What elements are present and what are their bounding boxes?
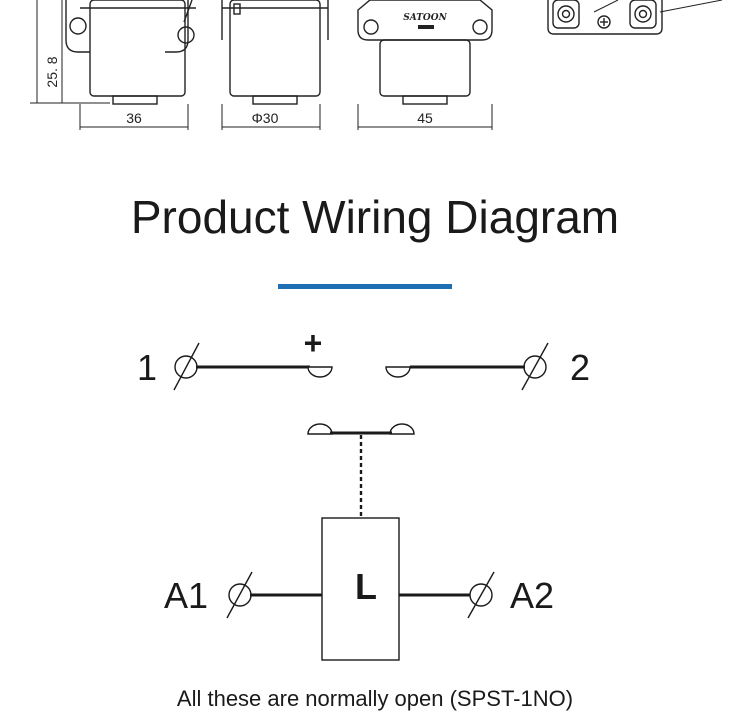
dimension-label-diameter: Φ30	[252, 110, 279, 126]
title-underline-accent	[278, 284, 452, 289]
terminal-2-symbol	[523, 355, 547, 379]
terminal-a1-symbol	[228, 583, 252, 607]
dimension-label-width-36: 36	[126, 110, 142, 126]
dimension-label-width-45: 45	[417, 110, 433, 126]
fixed-contact-left	[307, 366, 333, 378]
coil	[226, 517, 495, 661]
fixed-contact-right	[385, 366, 411, 378]
terminal-a1-label: A1	[164, 575, 208, 616]
coil-label: L	[355, 566, 377, 607]
brand-logo: SATOON	[403, 13, 447, 23]
terminal-2-label: 2	[570, 347, 590, 388]
section-title: Product Wiring Diagram	[130, 191, 620, 243]
moving-contact	[307, 423, 415, 518]
diagram-caption: All these are normally open (SPST-1NO)	[176, 686, 574, 711]
dimension-view-front	[221, 0, 329, 130]
plus-label: +	[304, 325, 323, 361]
dimension-view-side	[30, 0, 196, 130]
terminal-1-label: 1	[137, 347, 157, 388]
dimension-label-height: 25. 8	[44, 56, 60, 87]
terminal-a2-symbol	[469, 583, 493, 607]
coil-box	[321, 517, 400, 661]
terminal-a2-label: A2	[510, 575, 554, 616]
fixed-contacts	[173, 342, 549, 391]
brand-mark	[418, 25, 434, 29]
dimension-view-top	[357, 0, 493, 130]
dimension-view-terminals	[547, 0, 723, 35]
